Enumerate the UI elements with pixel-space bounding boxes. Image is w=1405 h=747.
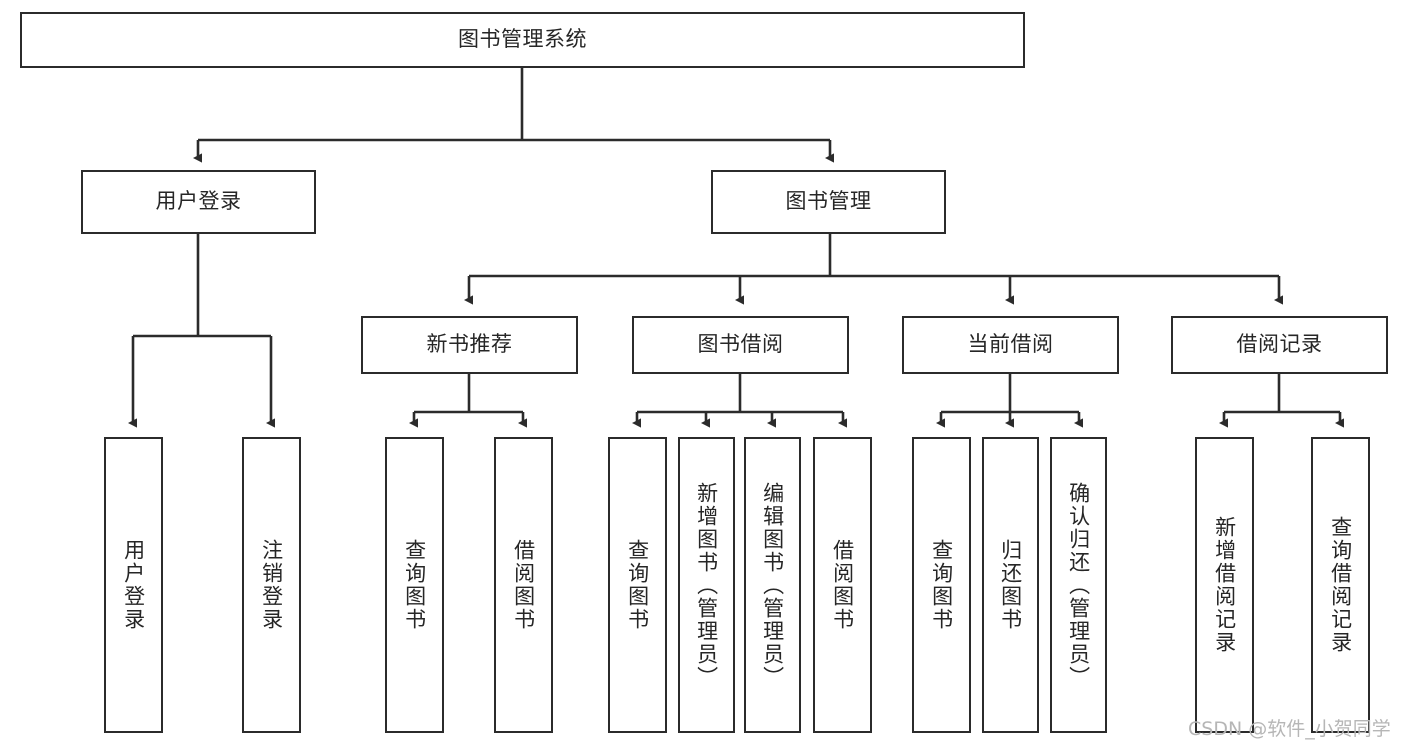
leaf-add-book[interactable]: 新增图书（管理员） [678, 437, 735, 733]
leaf-query-book-3-label: 查询图书 [929, 539, 954, 631]
leaf-query-book-2[interactable]: 查询图书 [608, 437, 667, 733]
node-new-book-recommend-label: 新书推荐 [426, 332, 513, 357]
leaf-return-book-label: 归还图书 [998, 539, 1023, 631]
node-root[interactable]: 图书管理系统 [20, 12, 1025, 68]
leaf-query-book-1-label: 查询图书 [402, 539, 427, 631]
node-new-book-recommend[interactable]: 新书推荐 [361, 316, 578, 374]
leaf-borrow-book-2[interactable]: 借阅图书 [813, 437, 872, 733]
leaf-logout-login[interactable]: 注销登录 [242, 437, 301, 733]
node-user-login-label: 用户登录 [155, 189, 242, 214]
leaf-user-login-label: 用户登录 [121, 539, 146, 631]
leaf-return-book[interactable]: 归还图书 [982, 437, 1039, 733]
leaf-borrow-book-1-label: 借阅图书 [511, 539, 536, 631]
leaf-edit-book[interactable]: 编辑图书（管理员） [744, 437, 801, 733]
node-user-login[interactable]: 用户登录 [81, 170, 316, 234]
leaf-query-book-3[interactable]: 查询图书 [912, 437, 971, 733]
csdn-watermark: CSDN @软件_小贺同学 [1188, 718, 1391, 740]
leaf-add-book-label: 新增图书（管理员） [694, 481, 719, 689]
node-borrow-record[interactable]: 借阅记录 [1171, 316, 1388, 374]
leaf-query-book-2-label: 查询图书 [625, 539, 650, 631]
node-book-management-label: 图书管理 [785, 189, 872, 214]
node-current-borrow-label: 当前借阅 [967, 332, 1054, 357]
leaf-add-borrow-record[interactable]: 新增借阅记录 [1195, 437, 1254, 733]
leaf-add-borrow-record-label: 新增借阅记录 [1212, 516, 1237, 654]
leaf-borrow-book-1[interactable]: 借阅图书 [494, 437, 553, 733]
node-book-borrow[interactable]: 图书借阅 [632, 316, 849, 374]
node-book-management[interactable]: 图书管理 [711, 170, 946, 234]
node-borrow-record-label: 借阅记录 [1236, 332, 1323, 357]
node-root-label: 图书管理系统 [458, 27, 587, 52]
leaf-edit-book-label: 编辑图书（管理员） [760, 481, 785, 689]
leaf-query-borrow-record[interactable]: 查询借阅记录 [1311, 437, 1370, 733]
node-current-borrow[interactable]: 当前借阅 [902, 316, 1119, 374]
leaf-borrow-book-2-label: 借阅图书 [830, 539, 855, 631]
leaf-query-borrow-record-label: 查询借阅记录 [1328, 516, 1353, 654]
leaf-confirm-return[interactable]: 确认归还（管理员） [1050, 437, 1107, 733]
leaf-user-login[interactable]: 用户登录 [104, 437, 163, 733]
node-book-borrow-label: 图书借阅 [697, 332, 784, 357]
leaf-confirm-return-label: 确认归还（管理员） [1066, 481, 1091, 689]
leaf-query-book-1[interactable]: 查询图书 [385, 437, 444, 733]
leaf-logout-login-label: 注销登录 [259, 539, 284, 631]
